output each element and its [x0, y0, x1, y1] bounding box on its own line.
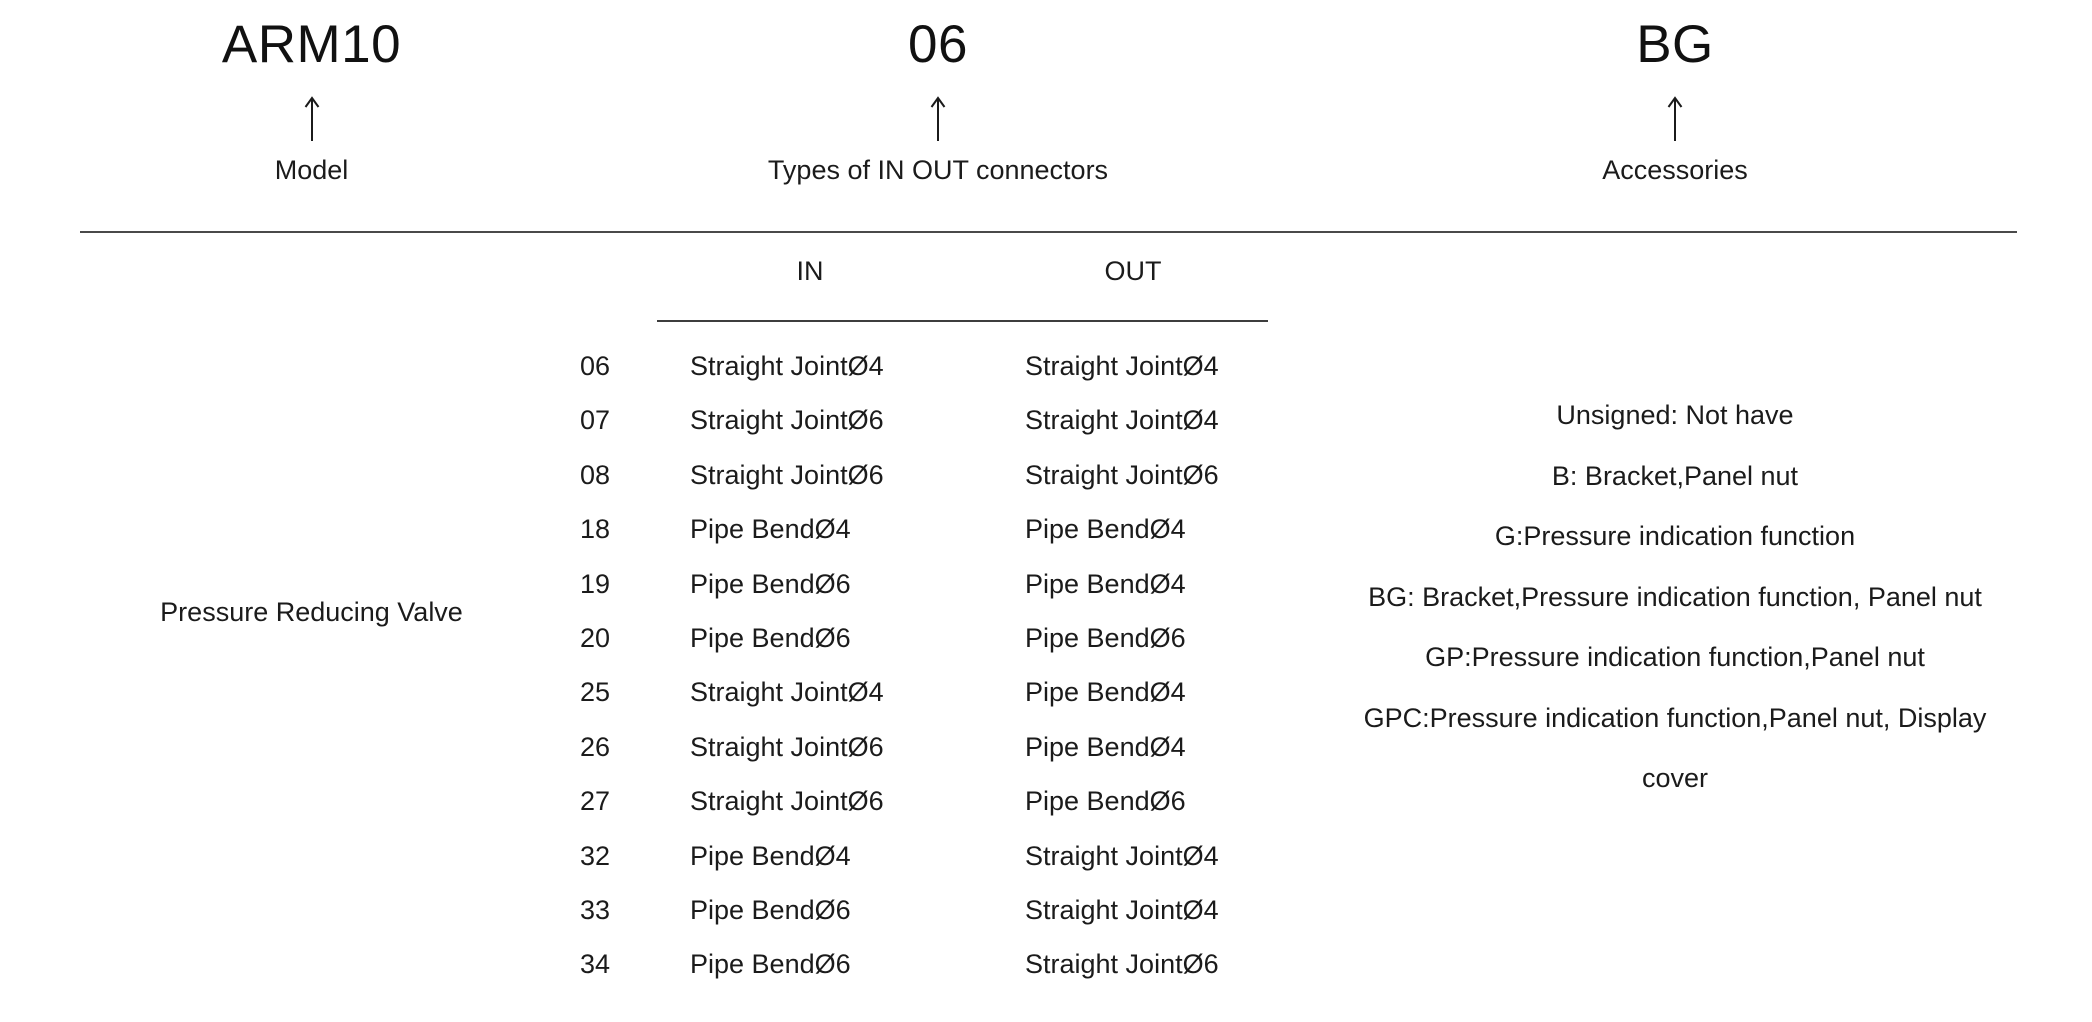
row-code: 19 [580, 568, 611, 599]
code-column-connector: 06 Types of IN OUT connectors [543, 18, 1333, 184]
row-code: 26 [580, 731, 611, 762]
accessories-legend: Unsigned: Not have B: Bracket,Panel nut … [1333, 385, 2017, 809]
accessory-option: Unsigned: Not have [1556, 400, 1794, 430]
row-in: Pipe BendØ6 [690, 622, 851, 653]
row-in: Pipe BendØ6 [690, 568, 851, 599]
column-header-in: IN [796, 256, 824, 286]
row-out: Straight JointØ6 [1025, 459, 1219, 490]
row-code: 32 [580, 840, 611, 871]
accessory-option: GP:Pressure indication function,Panel nu… [1425, 642, 1925, 672]
up-arrow-icon [928, 95, 948, 141]
row-code: 06 [580, 351, 611, 381]
code-label-connector: Types of IN OUT connectors [767, 155, 1109, 185]
row-in: Straight JointØ6 [690, 786, 884, 817]
code-label-accessory: Accessories [1602, 155, 1748, 185]
row-in: Straight JointØ4 [690, 677, 884, 708]
row-in: Pipe BendØ6 [690, 894, 851, 925]
code-label-model: Model [274, 155, 349, 185]
accessory-option: B: Bracket,Panel nut [1551, 460, 1799, 491]
table-row: 20 Pipe BendØ6 Pipe BendØ6 [0, 622, 2092, 679]
row-out: Pipe BendØ6 [1025, 786, 1186, 817]
code-column-accessory: BG Accessories [1333, 18, 2017, 184]
header-divider [80, 231, 2017, 233]
row-code: 07 [580, 405, 611, 436]
row-in: Pipe BendØ6 [690, 949, 851, 980]
row-out: Pipe BendØ4 [1025, 514, 1186, 545]
row-code: 34 [580, 949, 611, 980]
accessory-option: BG: Bracket,Pressure indication function… [1368, 581, 1982, 612]
row-out: Straight JointØ4 [1025, 351, 1219, 381]
table-row: 19 Pipe BendØ6 Pipe BendØ4 [0, 568, 2092, 625]
table-row: 33 Pipe BendØ6 Straight JointØ4 [0, 894, 2092, 951]
table-row: 27 Straight JointØ6 Pipe BendØ6 [0, 788, 2092, 842]
row-out: Pipe BendØ4 [1025, 677, 1186, 708]
model-description: Pressure Reducing Valve [160, 597, 463, 627]
table-row: 06 Straight JointØ4 Straight JointØ4 [0, 353, 2092, 407]
row-in: Pipe BendØ4 [690, 840, 851, 871]
row-code: 20 [580, 622, 611, 653]
table-row: 32 Pipe BendØ4 Straight JointØ4 [0, 840, 2092, 897]
code-value-accessory: BG [1636, 15, 1714, 74]
row-out: Straight JointØ4 [1025, 405, 1219, 436]
row-in: Straight JointØ6 [690, 459, 884, 490]
row-in: Straight JointØ6 [690, 405, 884, 436]
table-row: 25 Straight JointØ4 Pipe BendØ4 [0, 679, 2092, 733]
accessory-option: GPC:Pressure indication function,Panel n… [1363, 702, 1987, 794]
connector-table: 06 Straight JointØ4 Straight JointØ4 07 … [0, 353, 2092, 1006]
row-in: Pipe BendØ4 [690, 514, 851, 545]
row-out: Pipe BendØ6 [1025, 622, 1186, 653]
code-value-model: ARM10 [221, 15, 402, 74]
row-code: 27 [580, 786, 611, 817]
table-row: 07 Straight JointØ6 Straight JointØ4 [0, 407, 2092, 461]
row-out: Straight JointØ6 [1025, 949, 1219, 980]
row-code: 18 [580, 514, 611, 545]
column-header-out: OUT [1104, 256, 1162, 286]
table-row: 08 Straight JointØ6 Straight JointØ6 [0, 459, 2092, 516]
row-out: Straight JointØ4 [1025, 840, 1219, 871]
table-row: 34 Pipe BendØ6 Straight JointØ6 [0, 951, 2092, 1005]
row-out: Pipe BendØ4 [1025, 568, 1186, 599]
accessory-option: G:Pressure indication function [1494, 521, 1856, 551]
code-column-model: ARM10 Model [80, 18, 543, 184]
table-row: 18 Pipe BendØ4 Pipe BendØ4 [0, 516, 2092, 570]
table-row: 26 Straight JointØ6 Pipe BendØ4 [0, 731, 2092, 788]
row-out: Pipe BendØ4 [1025, 731, 1186, 762]
row-code: 25 [580, 677, 611, 708]
code-breakdown-header: ARM10 Model 06 Types of IN OUT connector… [0, 18, 2092, 218]
code-value-connector: 06 [908, 15, 968, 74]
up-arrow-icon [302, 95, 322, 141]
row-in: Straight JointØ4 [690, 351, 884, 381]
up-arrow-icon [1665, 95, 1685, 141]
in-out-divider [657, 320, 1268, 322]
row-in: Straight JointØ6 [690, 731, 884, 762]
row-code: 33 [580, 894, 611, 925]
row-code: 08 [580, 459, 611, 490]
row-out: Straight JointØ4 [1025, 894, 1219, 925]
